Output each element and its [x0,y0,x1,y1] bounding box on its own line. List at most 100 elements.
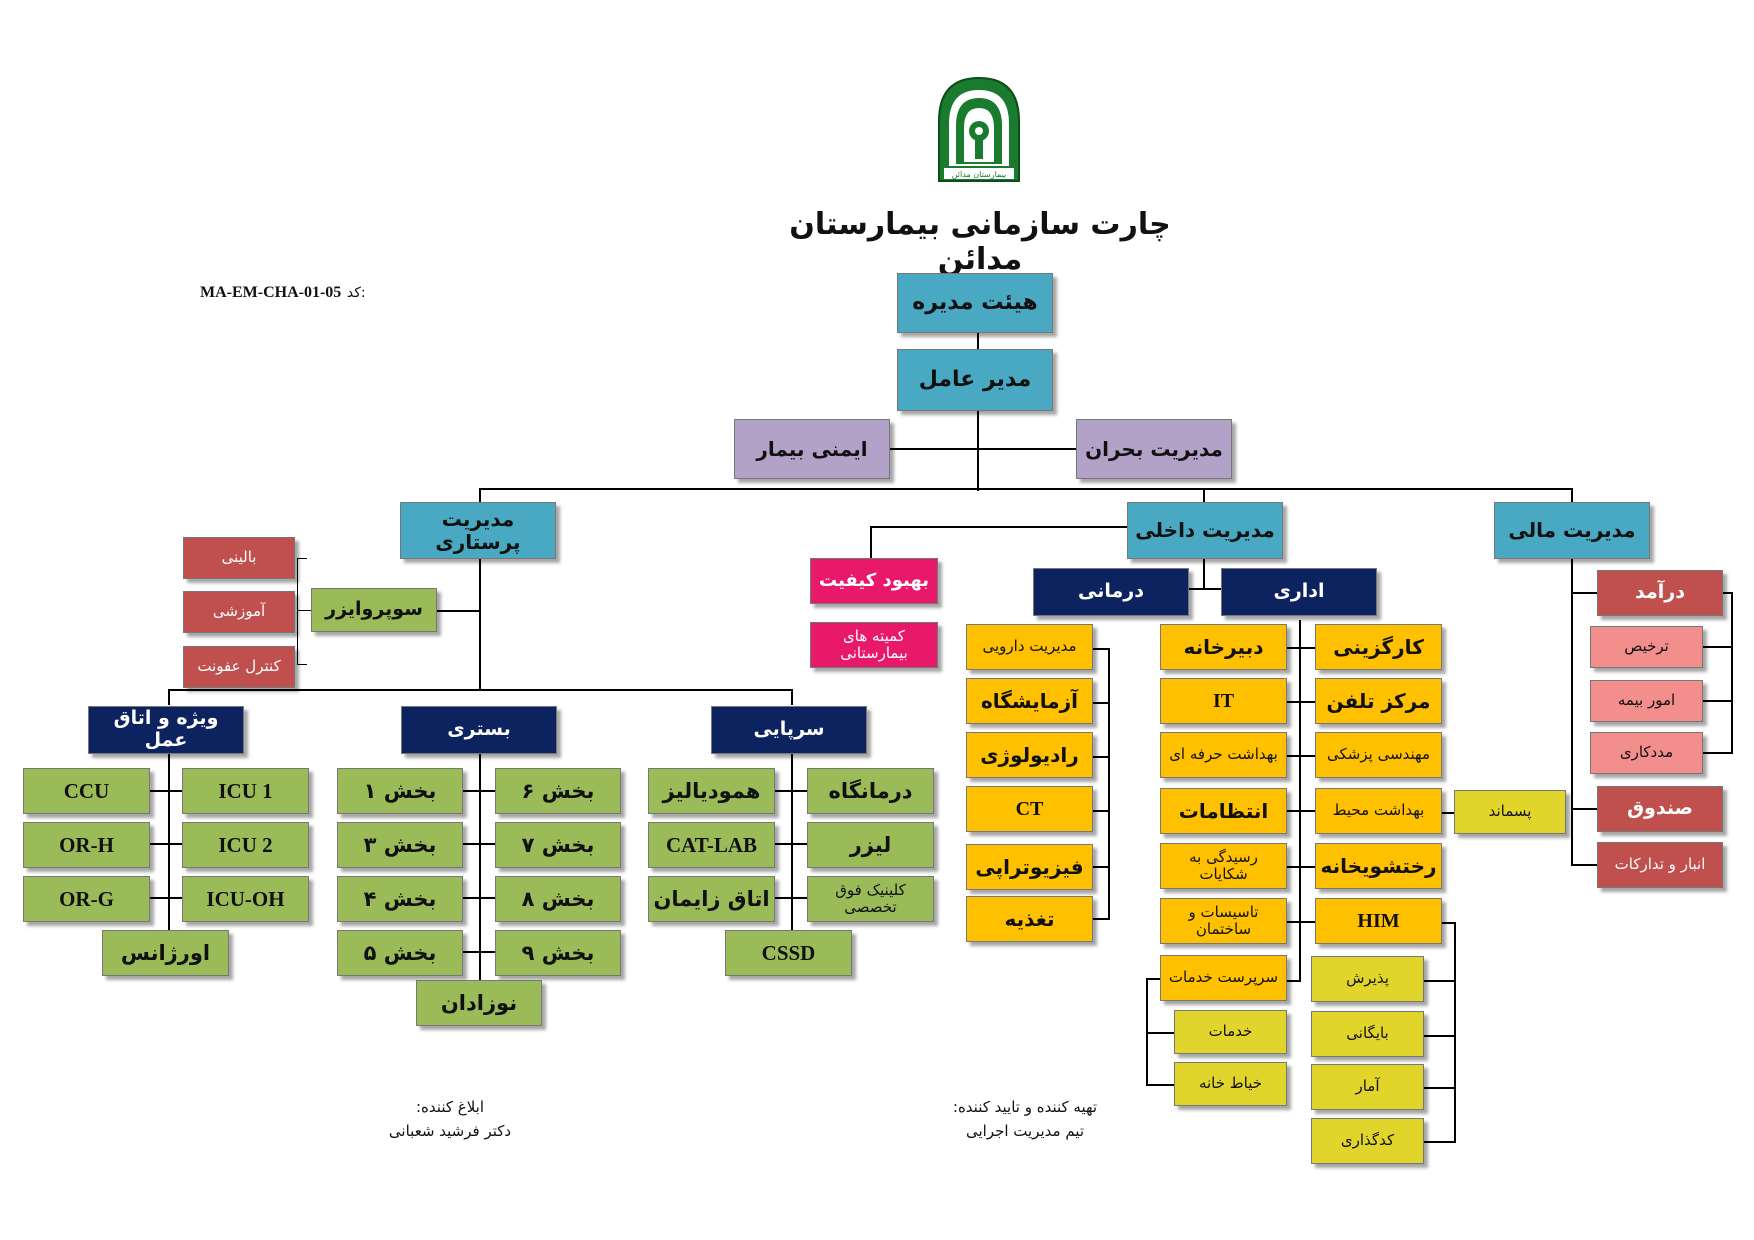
him-box: HIM [1315,898,1442,944]
connector [1454,922,1456,1142]
connector [168,689,170,705]
unit-emergency: اورژانس [102,930,229,976]
outpatient-head-box: سرپایی [711,706,867,754]
notifier-name: دکتر فرشید شعبانی [388,1122,512,1140]
page-title: چارت سازمانی بیمارستان مدائن [789,207,1171,277]
ward-4: بخش ۴ [337,876,463,922]
connector [1424,1141,1456,1143]
patient-safety-box: ایمنی بیمار [734,419,890,479]
unit-laser: لیزر [807,822,934,868]
unit-or-h: OR-H [23,822,150,868]
unit-icu-2: ICU 2 [182,822,309,868]
connector [463,897,495,899]
ward-3: بخش ۳ [337,822,463,868]
connector [1442,922,1456,924]
connector [1283,921,1315,923]
connector [1283,866,1315,868]
connector [479,488,481,502]
connector [1430,812,1454,814]
connector [1093,866,1110,868]
services-box: خدمات [1174,1010,1287,1054]
connector [1571,488,1573,502]
cashier-box: صندوق [1597,786,1723,832]
ward-7: بخش ۷ [495,822,621,868]
connector [1146,1084,1174,1086]
connector [1283,701,1315,703]
connector [1424,1035,1456,1037]
connector [870,526,1128,528]
connector [775,790,807,792]
crisis-management-box: مدیریت بحران [1076,419,1232,479]
revenue-box: درآمد [1597,570,1723,616]
ward-1: بخش ۱ [337,768,463,814]
connector [1146,978,1160,980]
unit-icu-1: ICU 1 [182,768,309,814]
connector [437,610,481,612]
connector [1093,810,1110,812]
unit-hemodialysis: همودیالیز [648,768,775,814]
statistics-box: آمار [1311,1064,1424,1110]
physiotherapy-box: فیزیوتراپی [966,844,1093,890]
supervisor-clinical-box: بالینی [183,537,295,579]
ceo-box: مدیر عامل [897,349,1053,411]
connector [1571,592,1597,594]
ward-8: بخش ۸ [495,876,621,922]
connector [1720,592,1733,594]
ward-6: بخش ۶ [495,768,621,814]
ward-5: بخش ۵ [337,930,463,976]
connector [1571,808,1597,810]
connector [150,897,186,899]
connector [1703,700,1733,702]
facilities-box: تاسیسات و ساختمان [1160,898,1287,944]
doc-code: MA-EM-CHA-01-05 کد: [200,282,400,302]
notifier-label: ابلاغ کننده: [416,1098,484,1116]
connector [463,790,495,792]
medical-engineering-box: مهندسی پزشکی [1315,732,1442,778]
clinical-head-box: درمانی [1033,568,1189,616]
connector [150,790,186,792]
nursing-management-box: مدیریت پرستاری [400,502,556,559]
security-box: انتظامات [1160,788,1287,834]
connector [1283,755,1315,757]
archive-box: بایگانی [1311,1011,1424,1057]
connector [1571,864,1597,866]
ward-neonatal: نوزادان [416,980,542,1026]
hospital-logo: بیمارستان مدائن [938,76,1020,182]
supervisor-infection-control-box: کنترل عفونت [183,646,295,688]
personnel-box: کارگزینی [1315,624,1442,670]
connector [1093,756,1110,758]
connector [1189,588,1221,590]
supervisor-education-box: آموزشی [183,591,295,633]
pharmacy-management-box: مدیریت دارویی [966,624,1093,670]
environmental-health-box: بهداشت محیط [1315,788,1442,834]
connector [168,689,793,691]
quality-improvement-box: بهبود کیفیت [810,558,938,604]
it-box: IT [1160,678,1287,724]
connector [463,843,495,845]
connector [870,526,872,558]
coding-box: کدگذاری [1311,1118,1424,1164]
laundry-box: رختشویخانه [1315,843,1442,889]
preparer-label: تهیه کننده و تایید کننده: [952,1098,1098,1116]
connector [1299,620,1301,982]
connector [1424,980,1456,982]
connector [1146,1032,1174,1034]
unit-cat-lab: CAT-LAB [648,822,775,868]
waste-box: پسماند [1454,790,1566,834]
connector [297,558,307,559]
connector [1203,488,1205,502]
insurance-box: امور بیمه [1590,680,1703,722]
preparer-name: تیم مدیریت اجرایی [965,1122,1085,1140]
connector [1703,646,1733,648]
occupational-health-box: بهداشت حرفه ای [1160,732,1287,778]
connector [463,951,495,953]
connector [791,689,793,705]
connector [150,843,186,845]
connector [1731,592,1733,754]
unit-delivery-room: اتاق زایمان [648,876,775,922]
connector [977,333,979,349]
connector [1703,752,1733,754]
telephone-center-box: مرکز تلفن [1315,678,1442,724]
connector [977,411,979,491]
connector [479,754,481,980]
